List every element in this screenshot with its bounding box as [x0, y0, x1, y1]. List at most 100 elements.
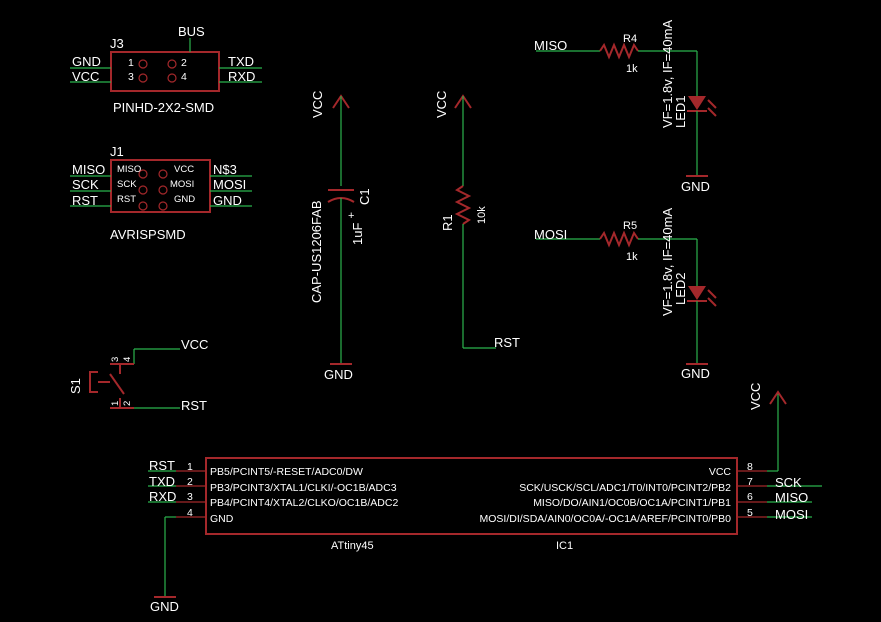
- j1-net-miso: MISO: [72, 162, 105, 177]
- s1-lever: [109, 373, 125, 395]
- r5-value: 1k: [626, 251, 638, 263]
- resistor-r1[interactable]: VCC R1 10k RST: [434, 91, 520, 350]
- led1-spec: VF=1.8v, IF=40mA: [660, 20, 675, 128]
- c1-value: 1uF: [350, 223, 365, 245]
- j1-pin-pad: [158, 201, 168, 211]
- ic1-net-vcc: VCC: [748, 383, 763, 410]
- connector-j1[interactable]: J1 MISO SCK RST VCC MOSI GND MISO SCK RS…: [70, 144, 252, 242]
- ic1-net-rst: RST: [149, 458, 175, 473]
- ic1-pin-label: GND: [210, 513, 234, 525]
- led-led1[interactable]: VF=1.8v, IF=40mA LED1 GND: [660, 20, 717, 194]
- j1-body: [110, 159, 211, 213]
- c1-polarity: +: [348, 210, 354, 222]
- switch-s1[interactable]: 3 4 1 2 S1 VCC RST: [68, 337, 208, 413]
- ic1-pin-label: PB5/PCINT5/-RESET/ADC0/DW: [210, 466, 363, 478]
- ic1-value: ATtiny45: [331, 540, 374, 552]
- r5-net-label: MOSI: [534, 227, 567, 242]
- s1-pin: 2: [122, 401, 133, 406]
- ic1-pin-num: 4: [187, 507, 193, 519]
- j3-name: J3: [110, 36, 124, 51]
- ic1-vcc-arrow-icon: [769, 390, 787, 405]
- j3-net-rxd: RXD: [228, 69, 255, 84]
- led2-name: LED2: [673, 272, 688, 305]
- j3-pin-pad: [167, 73, 177, 83]
- ic1-net-rxd: RXD: [149, 489, 176, 504]
- ic1-pin-num: 7: [747, 476, 753, 488]
- ic1-pin-label: SCK/USCK/SCL/ADC1/T0/INT0/PCINT2/PB2: [519, 482, 731, 494]
- led2-spec: VF=1.8v, IF=40mA: [660, 208, 675, 316]
- led-led2[interactable]: VF=1.8v, IF=40mA LED2 GND: [660, 208, 717, 381]
- j1-net-sck: SCK: [72, 177, 99, 192]
- led1-triangle-icon: [688, 96, 706, 110]
- ic1-body: [205, 457, 738, 535]
- ic1-name: IC1: [556, 540, 573, 552]
- ic-ic1[interactable]: 1 2 3 4 PB5/PCINT5/-RESET/ADC0/DW PB3/PC…: [148, 383, 822, 614]
- j1-net-rst: RST: [72, 193, 98, 208]
- j1-pin-label: RST: [117, 194, 136, 205]
- j3-net-gnd: GND: [72, 54, 101, 69]
- r4-value: 1k: [626, 63, 638, 75]
- connector-j3[interactable]: J3 BUS 1 3 2 4 GND VCC TXD RXD PINHD-2X2…: [70, 24, 262, 115]
- j1-pin-pad: [158, 169, 168, 179]
- led1-gnd-label: GND: [681, 179, 710, 194]
- s1-vcc-label: VCC: [181, 337, 208, 352]
- resistor-r4[interactable]: MISO R4 1k: [534, 33, 697, 75]
- j1-pin-label: VCC: [174, 164, 194, 175]
- led2-gnd-label: GND: [681, 366, 710, 381]
- j1-pin-label: GND: [174, 194, 195, 205]
- ic1-pin-num: 1: [187, 461, 193, 473]
- j3-body: [110, 51, 220, 92]
- ic1-pin-num: 5: [747, 507, 753, 519]
- j1-pin-pad: [138, 185, 148, 195]
- led2-light-arrows-icon: [707, 289, 717, 307]
- j3-value: PINHD-2X2-SMD: [113, 100, 214, 115]
- j3-pin-pad: [138, 59, 148, 69]
- j1-pin-label: SCK: [117, 179, 137, 190]
- r5-name: R5: [623, 220, 637, 232]
- j3-net-txd: TXD: [228, 54, 254, 69]
- j1-pin-label: MOSI: [170, 179, 194, 190]
- ic1-pin-num: 8: [747, 461, 753, 473]
- j3-pin-num: 4: [181, 71, 187, 83]
- j1-pin-label: MISO: [117, 164, 141, 175]
- r4-zigzag: [599, 42, 639, 60]
- j1-pin-pad: [138, 169, 148, 179]
- j1-net-n3: N$3: [213, 162, 237, 177]
- led1-name: LED1: [673, 95, 688, 128]
- j1-value: AVRISPSMD: [110, 227, 186, 242]
- s1-actuator: [89, 371, 98, 393]
- c1-package: CAP-US1206FAB: [309, 200, 324, 303]
- ic1-net-gnd: GND: [150, 599, 179, 614]
- r1-value: 10k: [476, 206, 488, 224]
- ic1-net-miso: MISO: [775, 490, 808, 505]
- j1-pin-pad: [138, 201, 148, 211]
- c1-vcc-label: VCC: [310, 91, 325, 118]
- j3-pin-pad: [167, 59, 177, 69]
- capacitor-c1[interactable]: VCC CAP-US1206FAB C1 1uF + GND: [309, 91, 372, 382]
- resistor-r5[interactable]: MOSI R5 1k: [534, 220, 697, 263]
- r4-net-label: MISO: [534, 38, 567, 53]
- j3-net-vcc: VCC: [72, 69, 99, 84]
- ic1-pin-label: VCC: [709, 466, 732, 478]
- ic1-pin-num: 3: [187, 491, 193, 503]
- j3-pin-pad: [138, 73, 148, 83]
- s1-pin: 3: [110, 357, 121, 362]
- ic1-pin-num: 6: [747, 491, 753, 503]
- j1-name: J1: [110, 144, 124, 159]
- s1-pin: 4: [122, 357, 133, 362]
- r1-rst-label: RST: [494, 335, 520, 350]
- j1-pin-pad: [158, 185, 168, 195]
- j3-pin-num: 3: [128, 71, 134, 83]
- r5-zigzag: [599, 230, 639, 248]
- led1-light-arrows-icon: [707, 99, 717, 117]
- j3-bus-label: BUS: [178, 24, 205, 39]
- s1-rst-label: RST: [181, 398, 207, 413]
- ic1-net-txd: TXD: [149, 474, 175, 489]
- ic1-net-mosi: MOSI: [775, 507, 808, 522]
- c1-name: C1: [357, 188, 372, 205]
- j1-net-gnd: GND: [213, 193, 242, 208]
- r1-name: R1: [440, 214, 455, 231]
- s1-name: S1: [68, 378, 83, 394]
- r4-name: R4: [623, 33, 637, 45]
